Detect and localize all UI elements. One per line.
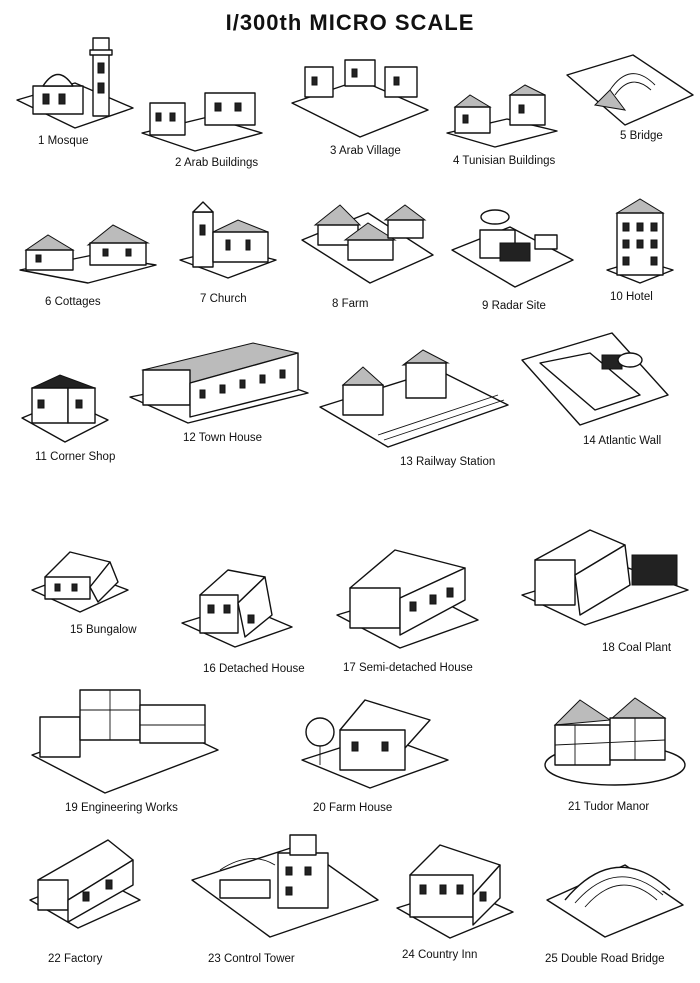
caption-railway-station: 13 Railway Station bbox=[400, 456, 496, 468]
caption-country-inn: 24 Country Inn bbox=[402, 949, 478, 961]
atlantic-wall-illustration bbox=[521, 332, 669, 426]
tudor-manor-illustration bbox=[544, 697, 686, 786]
factory-illustration bbox=[29, 839, 141, 929]
model-arab-village bbox=[290, 55, 430, 140]
railway-station-illustration bbox=[319, 349, 509, 448]
corner-shop-illustration bbox=[21, 374, 109, 443]
caption-corner-shop: 11 Corner Shop bbox=[35, 451, 116, 463]
mosque-illustration bbox=[16, 37, 134, 129]
model-church bbox=[178, 200, 278, 280]
caption-factory: 22 Factory bbox=[48, 953, 103, 965]
caption-tudor-manor: 21 Tudor Manor bbox=[568, 801, 650, 813]
model-bridge bbox=[565, 50, 695, 130]
caption-farm-house: 20 Farm House bbox=[313, 802, 393, 814]
caption-coal-plant: 18 Coal Plant bbox=[602, 642, 672, 654]
caption-tunisian-buildings: 4 Tunisian Buildings bbox=[453, 155, 556, 167]
control-tower-illustration bbox=[191, 834, 379, 938]
country-inn-illustration bbox=[396, 844, 514, 939]
cottages-illustration bbox=[19, 224, 157, 284]
semi-detached-house-illustration bbox=[336, 549, 479, 649]
model-town-house bbox=[128, 335, 310, 425]
model-arab-buildings bbox=[140, 85, 265, 155]
caption-hotel: 10 Hotel bbox=[610, 291, 653, 303]
model-double-road-bridge bbox=[545, 845, 685, 940]
caption-engineering-works: 19 Engineering Works bbox=[65, 802, 178, 814]
caption-church: 7 Church bbox=[200, 293, 247, 305]
caption-farm: 8 Farm bbox=[332, 298, 369, 310]
model-semi-detached-house bbox=[335, 540, 480, 650]
caption-cottages: 6 Cottages bbox=[45, 296, 101, 308]
church-illustration bbox=[179, 201, 277, 279]
model-farm bbox=[300, 195, 435, 285]
caption-radar-site: 9 Radar Site bbox=[482, 300, 546, 312]
arab-buildings-illustration bbox=[141, 92, 263, 152]
farm-illustration bbox=[301, 204, 434, 284]
coal-plant-illustration bbox=[521, 529, 689, 626]
caption-arab-buildings: 2 Arab Buildings bbox=[175, 157, 259, 169]
caption-detached-house: 16 Detached House bbox=[203, 663, 305, 675]
model-engineering-works bbox=[30, 685, 220, 795]
model-factory bbox=[28, 830, 143, 930]
model-corner-shop bbox=[20, 370, 110, 445]
caption-bridge: 5 Bridge bbox=[620, 130, 663, 142]
bungalow-illustration bbox=[31, 551, 129, 613]
detached-house-illustration bbox=[181, 569, 293, 648]
model-radar-site bbox=[450, 205, 575, 290]
town-house-illustration bbox=[129, 342, 309, 424]
model-detached-house bbox=[180, 555, 295, 650]
double-road-bridge-illustration bbox=[546, 864, 684, 938]
model-atlantic-wall bbox=[520, 325, 670, 430]
caption-town-house: 12 Town House bbox=[183, 432, 263, 444]
bridge-illustration bbox=[566, 54, 694, 126]
model-country-inn bbox=[395, 830, 515, 940]
arab-village-illustration bbox=[291, 59, 429, 138]
radar-site-illustration bbox=[451, 209, 574, 288]
model-tunisian-buildings bbox=[445, 84, 560, 150]
caption-bungalow: 15 Bungalow bbox=[70, 624, 137, 636]
engineering-works-illustration bbox=[31, 689, 219, 794]
hotel-illustration bbox=[606, 198, 674, 284]
page-title: I/300th MICRO SCALE bbox=[225, 10, 475, 35]
caption-semi-detached-house: 17 Semi-detached House bbox=[343, 662, 473, 674]
farm-house-illustration bbox=[301, 699, 449, 789]
caption-arab-village: 3 Arab Village bbox=[330, 145, 401, 157]
model-tudor-manor bbox=[540, 690, 690, 790]
model-mosque bbox=[15, 28, 135, 133]
model-control-tower bbox=[190, 825, 380, 940]
model-bungalow bbox=[30, 542, 130, 614]
model-railway-station bbox=[318, 345, 510, 450]
model-coal-plant bbox=[520, 520, 690, 630]
caption-double-road-bridge: 25 Double Road Bridge bbox=[545, 953, 665, 965]
model-hotel bbox=[605, 195, 675, 285]
caption-mosque: 1 Mosque bbox=[38, 135, 89, 147]
tunisian-buildings-illustration bbox=[446, 84, 558, 148]
caption-control-tower: 23 Control Tower bbox=[208, 953, 295, 965]
model-cottages bbox=[18, 215, 158, 285]
caption-atlantic-wall: 14 Atlantic Wall bbox=[583, 435, 662, 447]
model-farm-house bbox=[300, 690, 450, 790]
